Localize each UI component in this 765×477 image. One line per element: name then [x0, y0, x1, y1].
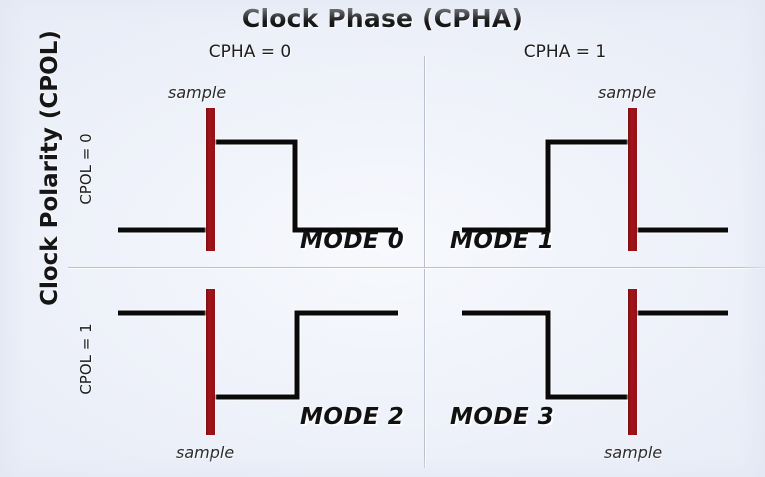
column-label-cpha-1: CPHA = 1	[523, 42, 607, 62]
sample-marker-mode-1	[628, 108, 637, 251]
sample-marker-mode-3	[628, 289, 637, 435]
sample-label-mode-1: sample	[598, 83, 657, 102]
diagram-title-clock-phase: Clock Phase (CPHA)	[241, 4, 524, 33]
waveform-mode-3	[462, 309, 728, 401]
waveform-mode-0	[118, 138, 398, 234]
waveform-mode-1	[462, 138, 728, 234]
quadrant-divider-horizontal	[68, 267, 765, 268]
sample-label-mode-3: sample	[604, 443, 663, 462]
sample-label-mode-0: sample	[168, 83, 227, 102]
quadrant-divider-vertical	[424, 56, 425, 468]
sample-marker-mode-2	[206, 289, 215, 435]
waveform-mode-2	[118, 309, 398, 401]
sample-label-mode-2: sample	[176, 443, 235, 462]
row-label-cpol-1: CPOL = 1	[77, 323, 95, 395]
sample-marker-mode-0	[206, 108, 215, 251]
mode-label-0: MODE 0	[300, 228, 405, 254]
mode-label-3: MODE 3	[450, 404, 555, 430]
mode-label-1: MODE 1	[450, 228, 555, 254]
mode-label-2: MODE 2	[300, 404, 405, 430]
column-label-cpha-0: CPHA = 0	[208, 42, 292, 62]
diagram-title-clock-polarity: Clock Polarity (CPOL)	[37, 30, 63, 306]
row-label-cpol-0: CPOL = 0	[77, 133, 95, 205]
